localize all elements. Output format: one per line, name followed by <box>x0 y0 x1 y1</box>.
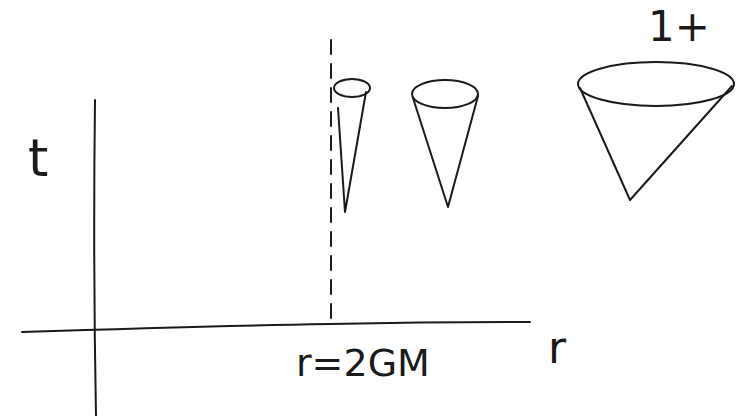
axis-label: t <box>28 132 48 184</box>
horizon-line <box>330 40 332 322</box>
radius-axis <box>22 322 530 332</box>
cone-rim-small <box>334 79 370 97</box>
axis-label: r <box>548 326 566 370</box>
cone-rim-large <box>578 62 734 106</box>
time-axis <box>94 100 96 416</box>
light-cone-small <box>338 92 366 212</box>
light-cone-medium <box>413 96 478 207</box>
cone-rim-medium <box>412 80 478 108</box>
horizon-label: r=2GM <box>296 344 430 382</box>
annotation-label: 1+ <box>648 6 710 48</box>
light-cone-large <box>580 86 732 200</box>
